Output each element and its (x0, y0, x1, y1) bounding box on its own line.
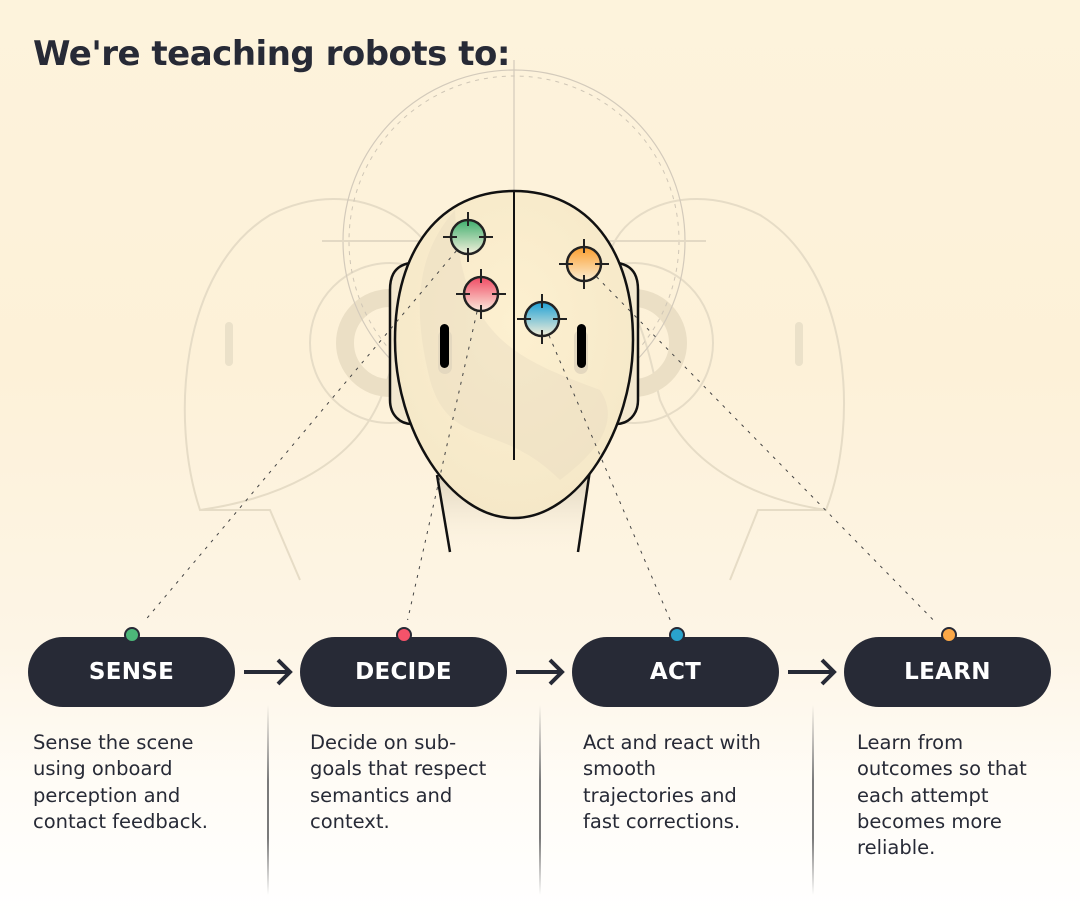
step-act[interactable]: ACT (572, 637, 779, 707)
act-target-icon (517, 294, 567, 344)
learn-description: Learn from outcomes so that each attempt… (857, 731, 1027, 860)
sense-dot-icon (124, 627, 140, 643)
arrow-right-icon (788, 658, 837, 686)
decide-description: Decide on sub-goals that respect semanti… (310, 731, 487, 833)
learn-target-icon (559, 239, 609, 289)
sense-description: Sense the scene using onboard perception… (33, 731, 208, 833)
step-decide[interactable]: DECIDE (300, 637, 507, 707)
decide-target-icon (456, 269, 506, 319)
act-description: Act and react with smooth trajectories a… (583, 731, 761, 833)
column-divider (267, 705, 269, 895)
act-dot-icon (669, 627, 685, 643)
page-title: We're teaching robots to: (33, 34, 510, 74)
robot-head-illustration (144, 60, 935, 620)
step-sense[interactable]: SENSE (28, 637, 235, 707)
decide-dot-icon (396, 627, 412, 643)
step-learn[interactable]: LEARN (844, 637, 1051, 707)
step-learn-label: LEARN (904, 659, 991, 685)
column-divider (812, 705, 814, 895)
step-sense-label: SENSE (88, 659, 175, 685)
step-decide-label: DECIDE (355, 659, 452, 685)
step-act-label: ACT (649, 659, 702, 685)
arrow-right-icon (244, 658, 293, 686)
sense-target-icon (443, 212, 493, 262)
learn-dot-icon (941, 627, 957, 643)
column-divider (539, 705, 541, 895)
arrow-right-icon (516, 658, 565, 686)
